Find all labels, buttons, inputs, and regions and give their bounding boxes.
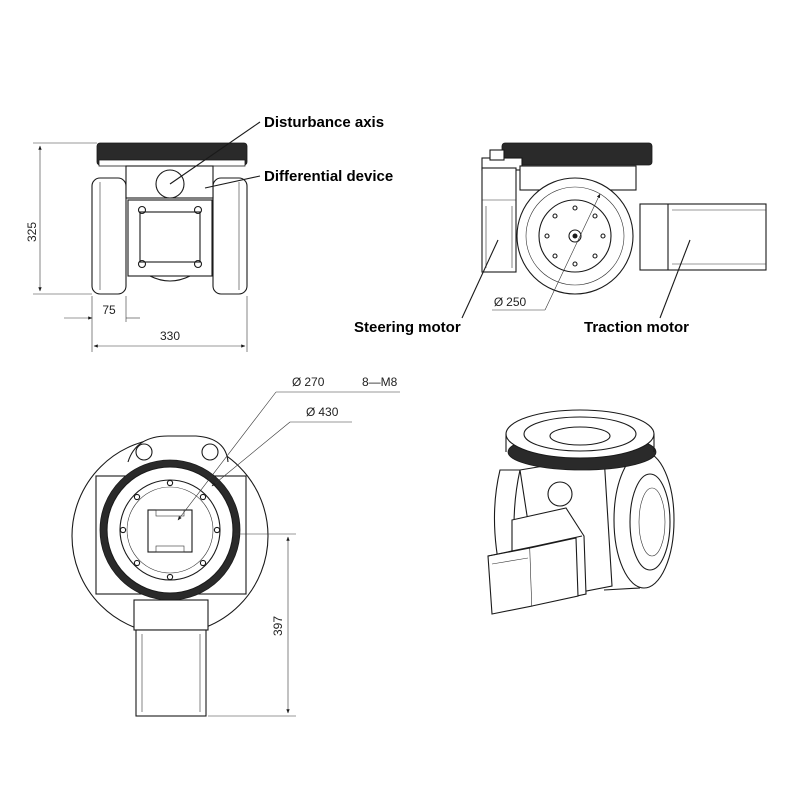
front-view [33, 121, 261, 352]
steering-motor [481, 167, 517, 273]
left-wheel [91, 177, 127, 295]
dim-330: 330 [160, 329, 180, 343]
disturbance-axis-label: Disturbance axis [264, 114, 384, 131]
steering-motor-label: Steering motor [354, 319, 461, 336]
traction-motor [639, 203, 767, 271]
dim-75: 75 [102, 303, 116, 317]
dim-325: 325 [25, 222, 39, 242]
top-view [71, 391, 400, 717]
traction-motor-label: Traction motor [584, 319, 689, 336]
iso-motor [487, 547, 533, 615]
bolt-spec: 8—M8 [362, 375, 398, 389]
differential-device-label: Differential device [264, 168, 393, 185]
top-traction-motor [135, 629, 207, 717]
isometric-view [487, 409, 675, 615]
dim-397: 397 [271, 616, 285, 636]
side-slewing-ring [501, 142, 653, 166]
right-wheel [212, 177, 248, 295]
side-view [461, 142, 767, 319]
